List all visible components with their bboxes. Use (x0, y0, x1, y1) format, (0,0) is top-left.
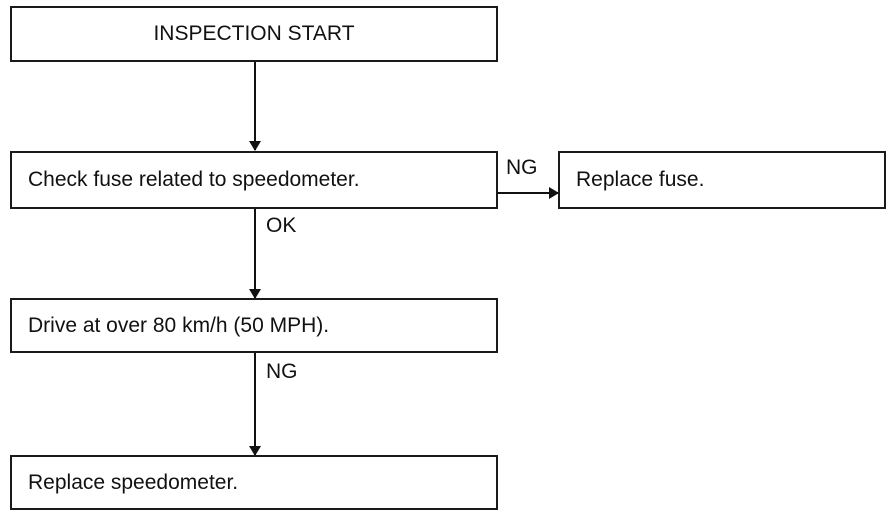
check-fuse-label: Check fuse related to speedometer. (28, 168, 360, 191)
replace-speedometer-label: Replace speedometer. (28, 470, 239, 494)
drive-test-label: Drive at over 80 km/h (50 MPH). (28, 313, 330, 337)
ok-label-fuse: OK (266, 214, 297, 237)
check-fuse-box: Check fuse related to speedometer. (10, 151, 498, 209)
replace-speedometer-box: Replace speedometer. (10, 455, 498, 510)
inspection-start-label: INSPECTION START (153, 22, 355, 45)
inspection-start-box: INSPECTION START (10, 6, 498, 62)
ng-label-fuse: NG (506, 156, 538, 179)
drive-test-box: Drive at over 80 km/h (50 MPH). (10, 298, 498, 353)
replace-fuse-box: Replace fuse. (558, 151, 886, 209)
replace-fuse-label: Replace fuse. (576, 168, 705, 191)
ng-label-drive: NG (266, 360, 298, 383)
